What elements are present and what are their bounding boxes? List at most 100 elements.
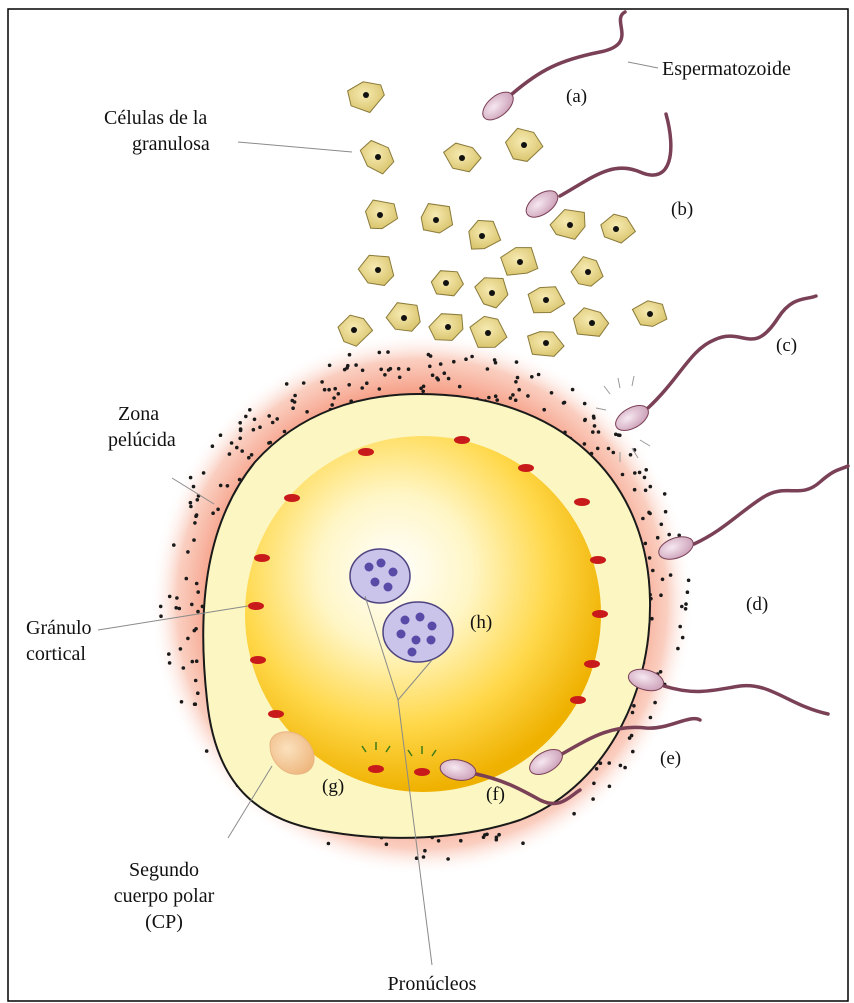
corona-dot xyxy=(638,471,642,475)
label-celulas-line2: granulosa xyxy=(132,133,210,155)
cortical-granule xyxy=(518,464,534,472)
corona-dot xyxy=(621,473,625,477)
corona-dot xyxy=(194,702,198,706)
granulosa-cell xyxy=(469,220,501,249)
granulosa-cell xyxy=(475,278,508,308)
corona-dot xyxy=(323,388,327,392)
corona-dot xyxy=(542,408,546,412)
corona-dot xyxy=(452,360,456,364)
corona-dot xyxy=(386,350,390,354)
corona-dot xyxy=(571,388,575,392)
corona-dot xyxy=(656,536,660,540)
corona-dot xyxy=(431,373,435,377)
corona-dot xyxy=(422,855,426,859)
corona-dot xyxy=(607,447,611,451)
corona-dot xyxy=(485,833,489,837)
corona-dot xyxy=(185,577,189,581)
corona-dot xyxy=(661,578,665,582)
corona-dot xyxy=(244,415,248,419)
corona-dot xyxy=(195,582,199,586)
corona-dot xyxy=(240,449,244,453)
cortical-granule xyxy=(250,656,266,664)
corona-dot xyxy=(194,679,198,683)
label-pronucleos: Pronúcleos xyxy=(388,973,477,995)
corona-dot xyxy=(239,427,243,431)
pronucleus-large xyxy=(383,602,453,662)
cortical-granule xyxy=(254,554,270,562)
corona-dot xyxy=(172,543,176,547)
corona-dot xyxy=(660,523,664,527)
corona-dot xyxy=(663,492,667,496)
corona-dot xyxy=(517,388,521,392)
corona-dot xyxy=(607,761,611,765)
corona-dot xyxy=(168,595,172,599)
label-espermatozoide: Espermatozoide xyxy=(662,58,791,80)
corona-dot xyxy=(182,666,186,670)
corona-dot xyxy=(291,399,295,403)
corona-dot xyxy=(631,711,635,715)
corona-dot xyxy=(591,430,595,434)
corona-dot xyxy=(328,364,332,368)
corona-dot xyxy=(202,471,206,475)
corona-dot xyxy=(285,382,289,386)
granulosa-cell xyxy=(348,82,385,113)
tag-e: (e) xyxy=(660,748,681,769)
label-celulas-line1: Células de la xyxy=(104,107,207,129)
corona-dot xyxy=(612,451,616,455)
cortical-granule xyxy=(574,498,590,506)
corona-dot xyxy=(495,398,499,402)
corona-dot xyxy=(333,387,337,391)
corona-dot xyxy=(186,550,190,554)
corona-dot xyxy=(305,410,309,414)
corona-dot xyxy=(271,421,275,425)
corona-dot xyxy=(686,590,690,594)
corona-dot xyxy=(659,593,663,597)
corona-dot xyxy=(649,485,653,489)
corona-dot xyxy=(687,579,691,583)
corona-dot xyxy=(614,433,618,437)
corona-dot xyxy=(447,377,451,381)
corona-dot xyxy=(618,434,622,438)
corona-dot xyxy=(486,367,490,371)
corona-dot xyxy=(458,385,462,389)
corona-dot xyxy=(428,365,432,369)
cortical-granule xyxy=(590,556,606,564)
corona-dot xyxy=(360,386,364,390)
corona-dot xyxy=(516,376,520,380)
corona-dot xyxy=(583,402,587,406)
corona-dot xyxy=(337,392,341,396)
corona-dot xyxy=(174,606,178,610)
corona-dot xyxy=(487,396,491,400)
corona-dot xyxy=(283,430,287,434)
granulosa-cell xyxy=(358,255,393,285)
corona-dot xyxy=(190,603,194,607)
corona-dot xyxy=(494,361,498,365)
pronucleus-small xyxy=(350,549,410,603)
corona-dot xyxy=(378,387,382,391)
granulosa-cell xyxy=(431,271,463,296)
corona-dot xyxy=(196,610,200,614)
tag-f: (f) xyxy=(486,784,505,805)
cortical-granule xyxy=(570,696,586,704)
granulosa-cell xyxy=(360,141,394,174)
corona-dot xyxy=(211,511,215,515)
corona-dot xyxy=(347,383,351,387)
corona-dot xyxy=(419,387,423,391)
corona-dot xyxy=(629,453,633,457)
corona-dot xyxy=(482,835,486,839)
corona-dot xyxy=(216,508,220,512)
corona-dot xyxy=(398,376,402,380)
corona-dot xyxy=(293,394,297,398)
corona-dot xyxy=(684,607,688,611)
corona-dot xyxy=(632,704,636,708)
corona-dot xyxy=(267,414,271,418)
corona-dot xyxy=(530,375,534,379)
corona-dot xyxy=(464,357,468,361)
corona-dot xyxy=(443,371,447,375)
corona-dot xyxy=(327,842,331,846)
corona-dot xyxy=(644,489,648,493)
corona-dot xyxy=(354,363,358,367)
granulosa-cell xyxy=(528,332,564,357)
tag-d: (d) xyxy=(746,594,768,615)
